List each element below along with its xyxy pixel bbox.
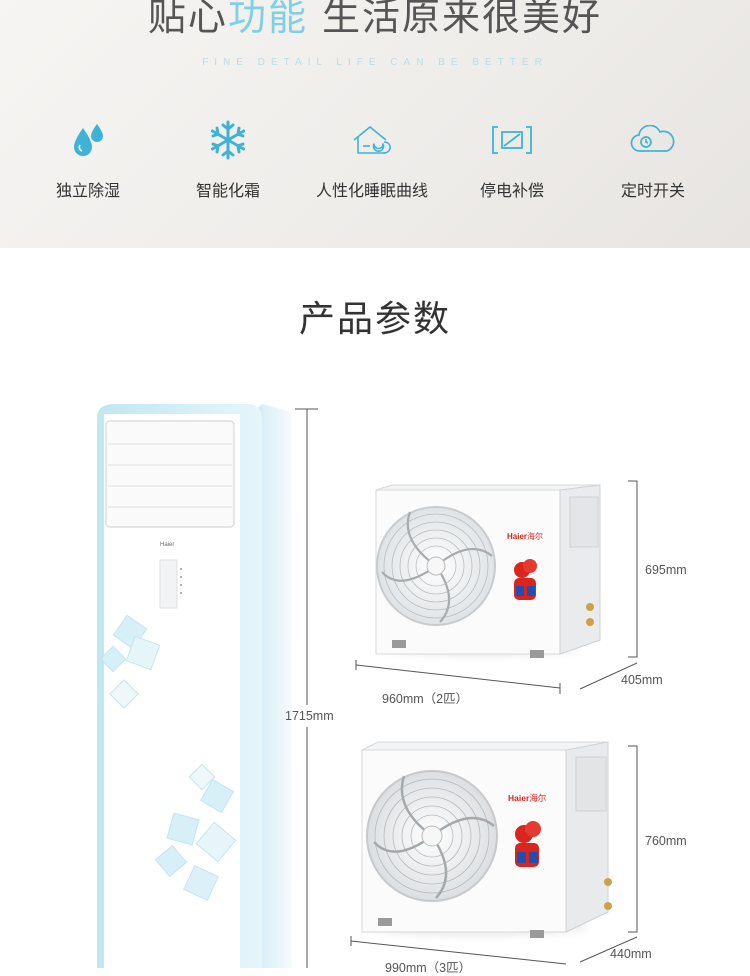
feature-label: 独立除湿	[55, 181, 120, 200]
banner-subtitle: FINE DETAIL LIFE CAN BE BETTER	[202, 57, 548, 68]
small-width-label: 960mm（2匹）	[382, 692, 469, 706]
brand-logo: Haier海尔	[508, 793, 547, 803]
feature-defrost: 智能化霜	[153, 118, 303, 201]
small-depth-label: 405mm	[621, 673, 663, 687]
feature-label: 智能化霜	[195, 181, 260, 200]
large-height-label: 760mm	[645, 834, 687, 848]
mascot-figure	[514, 559, 537, 600]
headline-right: 生活原来很美好	[322, 0, 603, 39]
feature-banner: 贴心功能 生活原来很美好 FINE DETAIL LIFE CAN BE BET…	[0, 0, 750, 248]
banner-headline: 贴心功能 生活原来很美好	[0, 0, 750, 41]
timer-cloud-icon	[578, 118, 728, 162]
params-title: 产品参数	[298, 299, 451, 340]
water-drops-icon	[13, 118, 163, 162]
feature-label: 停电补偿	[479, 181, 544, 200]
headline-left: 贴心	[147, 0, 228, 39]
power-compensation-icon	[437, 118, 587, 162]
feature-label: 人性化睡眠曲线	[315, 181, 428, 200]
headline-accent: 功能	[227, 0, 308, 39]
feature-dehumidify: 独立除湿	[13, 118, 163, 201]
feature-power-compensation: 停电补偿	[437, 118, 587, 201]
indoor-height-label: 1715mm	[285, 709, 334, 723]
mascot-figure	[515, 821, 541, 867]
brand-logo: Haier海尔	[507, 532, 544, 541]
large-depth-label: 440mm	[610, 947, 652, 961]
feature-label: 定时开关	[620, 181, 685, 200]
snowflake-icon	[153, 118, 303, 162]
small-height-label: 695mm	[645, 563, 687, 577]
sleep-house-icon	[297, 118, 447, 162]
feature-timer: 定时开关	[578, 118, 728, 201]
feature-sleep-curve: 人性化睡眠曲线	[297, 118, 447, 201]
large-width-label: 990mm（3匹）	[385, 961, 472, 975]
